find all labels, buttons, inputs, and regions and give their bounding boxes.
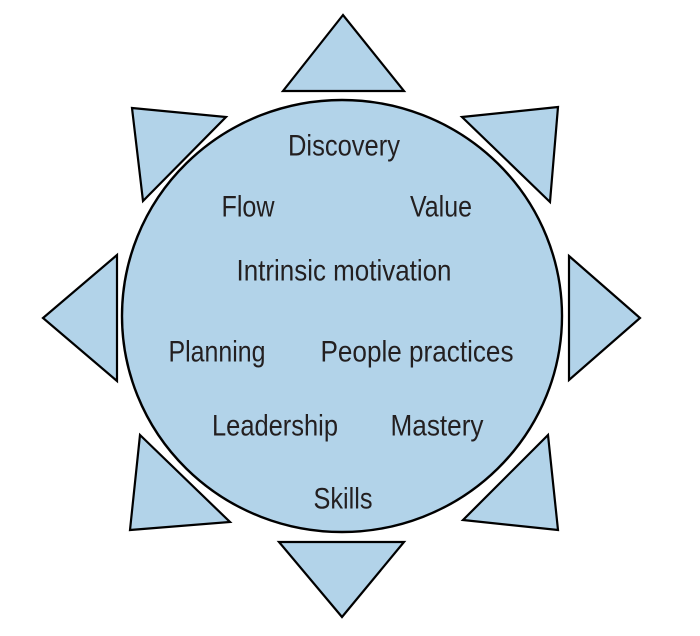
sun-circle	[120, 98, 564, 534]
label-people-practices: People practices	[321, 336, 514, 369]
sun-ray-top-icon	[280, 13, 407, 93]
label-leadership: Leadership	[212, 410, 338, 443]
label-planning: Planning	[169, 336, 266, 369]
sun-ray-bottom-left-icon	[128, 432, 233, 532]
sun-ray-left-icon	[41, 252, 119, 384]
label-mastery: Mastery	[391, 410, 484, 443]
sun-ray-bottom-icon	[276, 540, 407, 619]
label-intrinsic-motivation: Intrinsic motivation	[237, 255, 452, 288]
label-skills: Skills	[314, 483, 373, 516]
sun-ray-bottom-right-icon	[460, 432, 560, 532]
label-discovery: Discovery	[288, 130, 400, 163]
label-value: Value	[410, 191, 472, 224]
sun-ray-top-left-icon	[130, 106, 229, 204]
sun-ray-right-icon	[567, 253, 642, 383]
sun-ray-top-right-icon	[459, 105, 560, 205]
label-flow: Flow	[222, 191, 275, 224]
